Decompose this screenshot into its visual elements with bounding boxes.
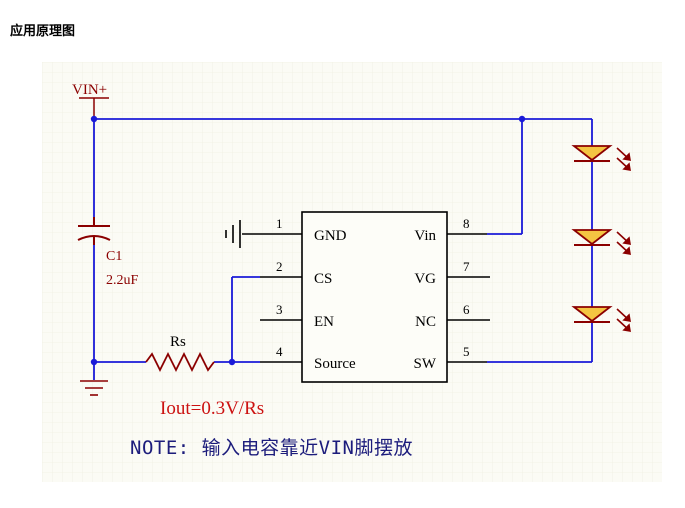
pin-num-5: 5 <box>463 344 470 359</box>
led-3 <box>571 306 631 332</box>
ground-symbol-gnd-pin <box>225 220 260 248</box>
layout-note: NOTE: 输入电容靠近VIN脚摆放 <box>130 437 413 459</box>
capacitor-c1 <box>77 217 111 245</box>
pin-num-1: 1 <box>276 216 283 231</box>
junction-dots <box>90 115 526 366</box>
pin-name-vg: VG <box>414 271 436 287</box>
pin-name-nc: NC <box>415 314 436 330</box>
pin-name-sw: SW <box>414 356 437 372</box>
schematic-diagram: VIN+ <box>42 62 662 482</box>
current-formula: Iout=0.3V/Rs <box>160 398 264 419</box>
pin-num-7: 7 <box>463 259 470 274</box>
pin-num-4: 4 <box>276 344 283 359</box>
ic-body <box>301 211 448 383</box>
pin-name-vin: Vin <box>414 228 436 244</box>
pin-name-source: Source <box>314 356 356 372</box>
pin-num-6: 6 <box>463 302 470 317</box>
pin-num-8: 8 <box>463 216 470 231</box>
wires <box>93 118 593 380</box>
pin-name-gnd: GND <box>314 228 347 244</box>
supply-label: VIN+ <box>72 82 107 98</box>
resistor-ref: Rs <box>170 334 186 350</box>
ic-right-pin-lines <box>447 233 490 363</box>
led-1 <box>571 145 631 171</box>
led-2 <box>571 229 631 255</box>
page-title: 应用原理图 <box>10 24 76 39</box>
pin-name-cs: CS <box>314 271 332 287</box>
pin-num-3: 3 <box>276 302 283 317</box>
pin-num-2: 2 <box>276 259 283 274</box>
ground-symbol-bottom <box>80 380 108 396</box>
resistor-rs <box>145 351 215 373</box>
ic-left-pin-lines <box>260 233 302 363</box>
pin-name-en: EN <box>314 314 334 330</box>
capacitor-value: 2.2uF <box>106 273 139 288</box>
capacitor-ref: C1 <box>106 249 122 264</box>
